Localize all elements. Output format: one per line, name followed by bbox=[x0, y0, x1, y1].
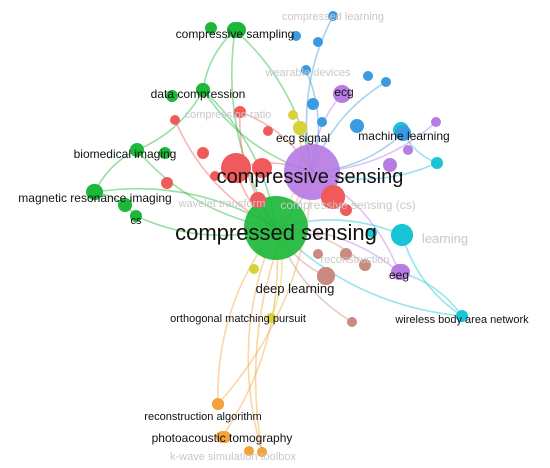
label-learning: learning bbox=[422, 231, 468, 246]
network-node-small bbox=[221, 153, 251, 183]
label-data-compression: data compression bbox=[151, 87, 246, 101]
node-omp[interactable] bbox=[266, 313, 276, 323]
network-node-small bbox=[288, 110, 298, 120]
label-omp: orthogonal matching pursuit bbox=[170, 313, 306, 325]
label-deep-learning: deep learning bbox=[256, 281, 335, 296]
node-biomedical-imaging[interactable] bbox=[130, 143, 144, 157]
node-compressed-sensing[interactable] bbox=[244, 196, 308, 260]
network-node-small bbox=[403, 145, 413, 155]
label-compressive-sampling: compressive sampling bbox=[176, 27, 295, 41]
label-eeg: eeg bbox=[389, 268, 409, 282]
network-node-small bbox=[159, 147, 171, 159]
node-kwave[interactable] bbox=[257, 447, 267, 457]
network-node-small bbox=[317, 117, 327, 127]
network-node-small bbox=[363, 71, 373, 81]
network-node-small bbox=[431, 117, 441, 127]
network-node-small bbox=[313, 37, 323, 47]
node-data-compression[interactable] bbox=[196, 83, 210, 97]
label-reconstruction: reconstruction bbox=[320, 254, 389, 266]
network-node-small bbox=[350, 119, 364, 133]
network-nodes bbox=[86, 11, 468, 457]
network-node-small bbox=[367, 228, 377, 238]
network-node-small bbox=[340, 204, 352, 216]
label-photoacoustic-tomography: photoacoustic tomography bbox=[152, 431, 293, 445]
network-node-small bbox=[383, 158, 397, 172]
link bbox=[136, 89, 204, 151]
label-biomedical-imaging: biomedical imaging bbox=[74, 147, 177, 161]
network-node-small bbox=[118, 198, 132, 212]
node-deep-learning[interactable] bbox=[317, 267, 335, 285]
node-compression-ratio[interactable] bbox=[234, 106, 246, 118]
link bbox=[401, 234, 463, 317]
label-ecg-signal: ecg signal bbox=[276, 131, 330, 145]
node-compressive-sensing[interactable] bbox=[284, 144, 340, 200]
node-compressed-learning[interactable] bbox=[328, 11, 338, 21]
label-compressive-sensing: compressive sensing bbox=[217, 166, 404, 188]
label-machine-learning: machine learning bbox=[358, 129, 449, 143]
network-node-small bbox=[347, 317, 357, 327]
node-wban[interactable] bbox=[456, 310, 468, 322]
node-wavelet-transform[interactable] bbox=[250, 192, 266, 208]
network-node-small bbox=[161, 177, 173, 189]
network-node-small bbox=[244, 446, 254, 456]
node-photoacoustic-tomography[interactable] bbox=[216, 431, 228, 443]
label-reconstruction-algorithm: reconstruction algorithm bbox=[144, 411, 261, 423]
node-ecg-signal[interactable] bbox=[293, 121, 307, 135]
label-kwave: k-wave simulation toolbox bbox=[170, 451, 296, 463]
label-cs: cs bbox=[131, 215, 143, 227]
link bbox=[217, 171, 313, 405]
network-node-small bbox=[170, 115, 180, 125]
node-cs[interactable] bbox=[130, 210, 142, 222]
label-wban: wireless body area network bbox=[394, 314, 529, 326]
node-wearable-devices[interactable] bbox=[301, 65, 311, 75]
label-ecg: ecg bbox=[334, 85, 353, 99]
node-learning[interactable] bbox=[391, 224, 413, 246]
network-node-small bbox=[205, 22, 217, 34]
network-node-small bbox=[210, 171, 220, 181]
network-node-small bbox=[263, 126, 273, 136]
label-compressed-learning: compressed learning bbox=[282, 11, 384, 23]
network-labels: compressed sensing compressive sensing com… bbox=[18, 11, 529, 463]
node-mri[interactable] bbox=[87, 184, 103, 200]
node-reconstruction[interactable] bbox=[359, 259, 371, 271]
network-node-small bbox=[291, 31, 301, 41]
network-node-small bbox=[249, 264, 259, 274]
label-compressed-sensing: compressed sensing bbox=[175, 220, 377, 245]
network-node-small bbox=[252, 158, 272, 178]
label-wearable-devices: wearable devices bbox=[265, 67, 351, 79]
node-compressive-sampling[interactable] bbox=[227, 22, 243, 38]
network-node-small bbox=[197, 147, 209, 159]
node-compressive-sensing-cs[interactable] bbox=[321, 185, 345, 209]
label-mri: magnetic resonance imaging bbox=[18, 191, 171, 205]
network-node-small bbox=[340, 248, 352, 260]
network-node-small bbox=[313, 249, 323, 259]
network-node-small bbox=[381, 77, 391, 87]
label-compression-ratio: compression ratio bbox=[185, 109, 272, 121]
node-ecg[interactable] bbox=[333, 85, 351, 103]
node-machine-learning[interactable] bbox=[395, 125, 411, 141]
node-reconstruction-algorithm[interactable] bbox=[212, 398, 224, 410]
node-eeg[interactable] bbox=[391, 264, 407, 280]
network-node-small bbox=[307, 98, 319, 110]
network-node-small bbox=[166, 90, 178, 102]
label-compressive-sensing-cs: compressive sensing (cs) bbox=[280, 198, 415, 212]
network-node-small bbox=[431, 157, 443, 169]
label-wavelet-transform: wavelet transform bbox=[178, 198, 266, 210]
